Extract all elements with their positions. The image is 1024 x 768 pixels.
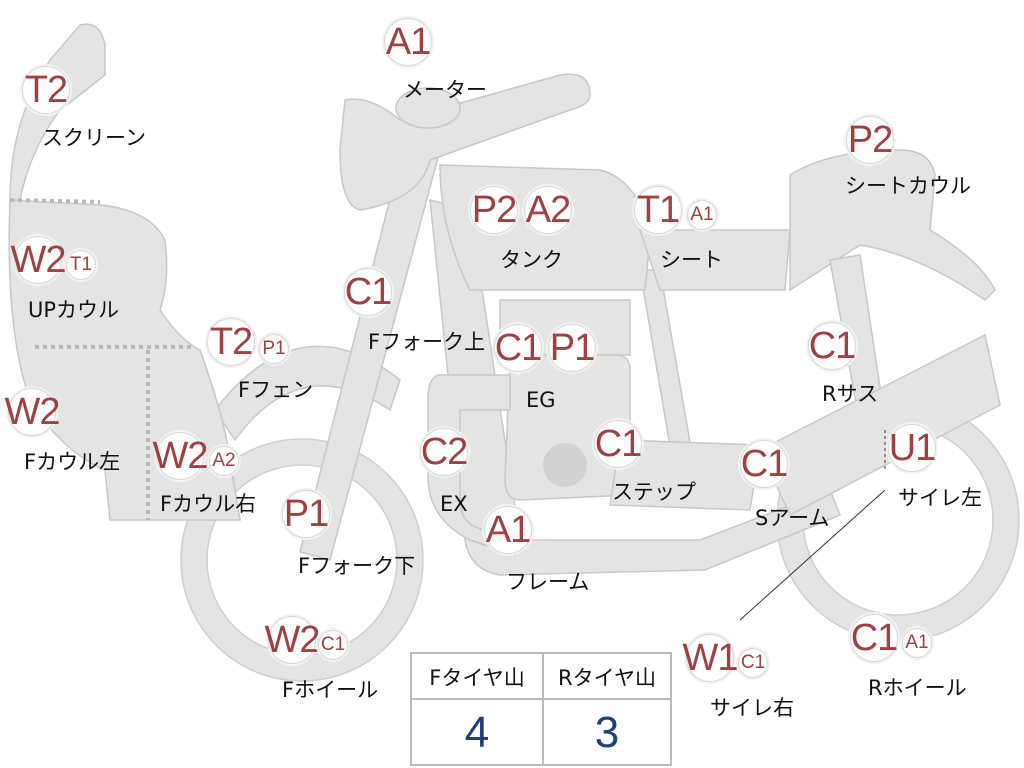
front-tire-value: 4 xyxy=(464,708,490,757)
step-label: ステップ xyxy=(612,480,696,504)
exhaust-grade: C2 xyxy=(420,430,469,473)
frame-grade: A1 xyxy=(485,508,531,551)
front-wheel-shape xyxy=(181,439,423,681)
f-cowl-left-grade: W2 xyxy=(4,390,61,433)
f-wheel-grade: W2 xyxy=(264,618,321,661)
meter-shape xyxy=(395,87,461,129)
f-fork-upper-grade-badge: C1 xyxy=(344,268,392,316)
s-arm-label: Sアーム xyxy=(755,506,830,530)
seat-cowl-shape xyxy=(789,149,996,301)
exhaust-label: EX xyxy=(440,492,468,516)
tank-grade2: A2 xyxy=(525,188,571,231)
up-cowl-sub-grade: T1 xyxy=(69,254,93,275)
step-shape xyxy=(609,439,761,511)
seat-shape xyxy=(638,229,791,291)
tank-grade: P2 xyxy=(471,188,517,231)
seat-grade: T1 xyxy=(636,188,680,231)
f-fork-lower-label: Fフォーク下 xyxy=(298,554,416,578)
engine-grade2: P1 xyxy=(549,326,595,369)
exhaust-grade-badge: C2 xyxy=(420,428,468,476)
screen-shape xyxy=(9,23,106,201)
side-cover-left-grade: U1 xyxy=(888,426,937,469)
swing-arm-shape xyxy=(759,333,1001,517)
r-suspension-grade: C1 xyxy=(808,324,857,367)
f-cowl-right-sub-grade: A2 xyxy=(212,450,236,471)
s-arm-grade-badge: C1 xyxy=(740,440,788,488)
screen-label: スクリーン xyxy=(42,126,146,150)
r-wheel-label: Rホイール xyxy=(868,676,967,700)
f-cowl-right-sub-badge: A2 xyxy=(209,446,239,476)
side-cover-right-label: サイレ右 xyxy=(710,696,794,720)
meter-label: メーター xyxy=(403,78,487,102)
step-grade: C1 xyxy=(594,422,643,465)
side-cover-right-sub-grade: C1 xyxy=(740,652,766,673)
f-fender-grade: T2 xyxy=(209,320,253,363)
seat-cowl-grade-badge: P2 xyxy=(846,116,894,164)
f-wheel-grade-badge: W2 xyxy=(265,616,321,664)
f-fork-lower-grade: P1 xyxy=(283,492,329,535)
tire-tread-table: Fタイヤ山 Rタイヤ山 4 3 xyxy=(410,652,672,766)
f-fender-label: Fフェン xyxy=(238,378,314,402)
f-wheel-sub-badge: C1 xyxy=(318,630,348,660)
seat-sub-grade: A1 xyxy=(690,204,714,225)
f-fork-lower-grade-badge: P1 xyxy=(282,490,330,538)
f-cowl-right-grade: W2 xyxy=(152,434,209,477)
rear-tire-value: 3 xyxy=(594,708,620,757)
seat-grade-badge: T1 xyxy=(634,186,682,234)
side-cover-right-grade: W1 xyxy=(682,636,739,679)
f-cowl-right-label: Fカウル右 xyxy=(160,492,257,516)
up-cowl-label: UPカウル xyxy=(28,298,120,322)
r-wheel-sub-badge: A1 xyxy=(902,628,932,658)
side-cover-right-grade-badge: W1 xyxy=(683,634,739,682)
f-fork-upper-label: Fフォーク上 xyxy=(368,330,486,354)
side-cover-left-label: サイレ左 xyxy=(898,486,982,510)
step-grade-badge: C1 xyxy=(594,420,642,468)
exhaust-shape xyxy=(427,374,521,556)
f-cowl-left-label: Fカウル左 xyxy=(24,450,121,474)
r-suspension-label: Rサス xyxy=(822,382,879,406)
r-suspension-grade-badge: C1 xyxy=(808,322,856,370)
f-cowl-left-grade-badge: W2 xyxy=(5,388,61,436)
f-fender-grade-badge: T2 xyxy=(207,318,255,366)
engine-grade2-badge: P1 xyxy=(548,324,596,372)
tank-label: タンク xyxy=(500,248,563,272)
motorcycle-silhouette xyxy=(8,23,1020,682)
meter-grade-badge: A1 xyxy=(384,18,432,66)
seat-sub-badge: A1 xyxy=(687,200,717,230)
s-arm-grade: C1 xyxy=(740,442,789,485)
f-wheel-label: Fホイール xyxy=(282,678,379,702)
tank-grade2-badge: A2 xyxy=(524,186,572,234)
f-fork-upper-grade: C1 xyxy=(344,270,393,313)
screen-grade-badge: T2 xyxy=(22,66,70,114)
frame-grade-badge: A1 xyxy=(484,506,532,554)
frame-label: フレーム xyxy=(506,570,590,594)
f-cowl-right-grade-badge: W2 xyxy=(153,432,209,480)
side-cover-left-grade-badge: U1 xyxy=(888,424,936,472)
seat-cowl-grade: P2 xyxy=(847,118,893,161)
up-cowl-grade-badge: W2 xyxy=(11,236,67,284)
f-fender-sub-badge: P1 xyxy=(259,334,289,364)
up-cowl-grade: W2 xyxy=(10,238,67,281)
seat-label: シート xyxy=(660,248,723,272)
side-cover-right-sub-badge: C1 xyxy=(738,648,768,678)
engine-grade: C1 xyxy=(494,326,543,369)
tire-table-divider xyxy=(542,654,544,764)
tire-table-header-row xyxy=(412,654,670,700)
rear-tire-header: Rタイヤ山 xyxy=(558,666,656,690)
tank-grade-badge: P2 xyxy=(470,186,518,234)
screen-grade: T2 xyxy=(24,68,68,111)
up-cowl-sub-badge: T1 xyxy=(66,250,96,280)
engine-grade-badge: C1 xyxy=(494,324,542,372)
meter-grade: A1 xyxy=(385,20,431,63)
seat-cowl-label: シートカウル xyxy=(845,174,971,198)
f-wheel-sub-grade: C1 xyxy=(320,634,346,655)
f-fender-sub-grade: P1 xyxy=(262,338,286,359)
handlebar-shape xyxy=(339,73,591,211)
r-wheel-sub-grade: A1 xyxy=(905,632,929,653)
r-wheel-grade: C1 xyxy=(850,616,899,659)
front-tire-header: Fタイヤ山 xyxy=(429,666,525,690)
r-wheel-grade-badge: C1 xyxy=(850,614,898,662)
engine-label: EG xyxy=(526,388,556,412)
